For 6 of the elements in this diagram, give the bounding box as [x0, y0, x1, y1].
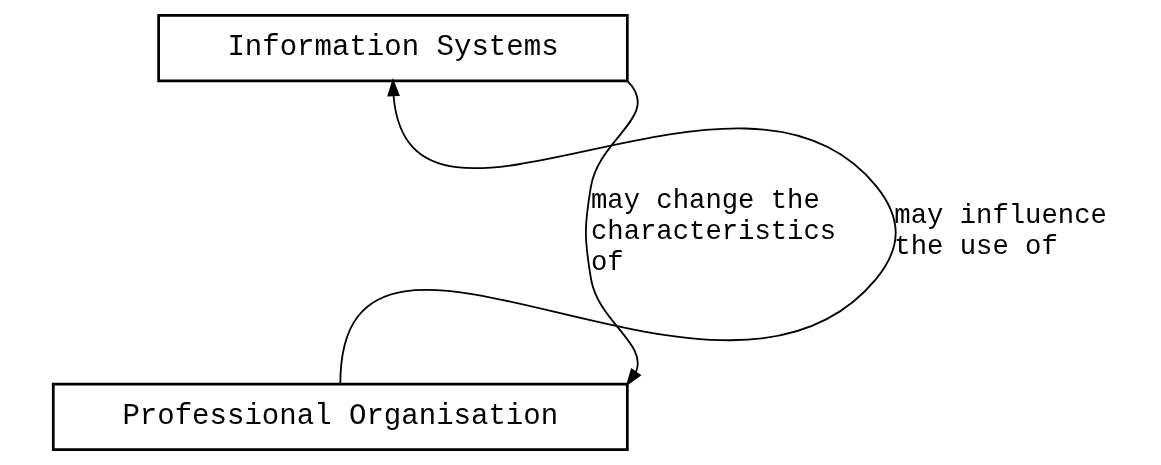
- arrow: [338, 78, 897, 386]
- arrow: [584, 79, 642, 387]
- edge-label: may influence the use of: [893, 200, 1107, 263]
- node-box: Professional Organisation: [51, 382, 629, 451]
- node-box: Information Systems: [156, 14, 629, 83]
- edge-label: may change the characteristics of: [590, 184, 836, 278]
